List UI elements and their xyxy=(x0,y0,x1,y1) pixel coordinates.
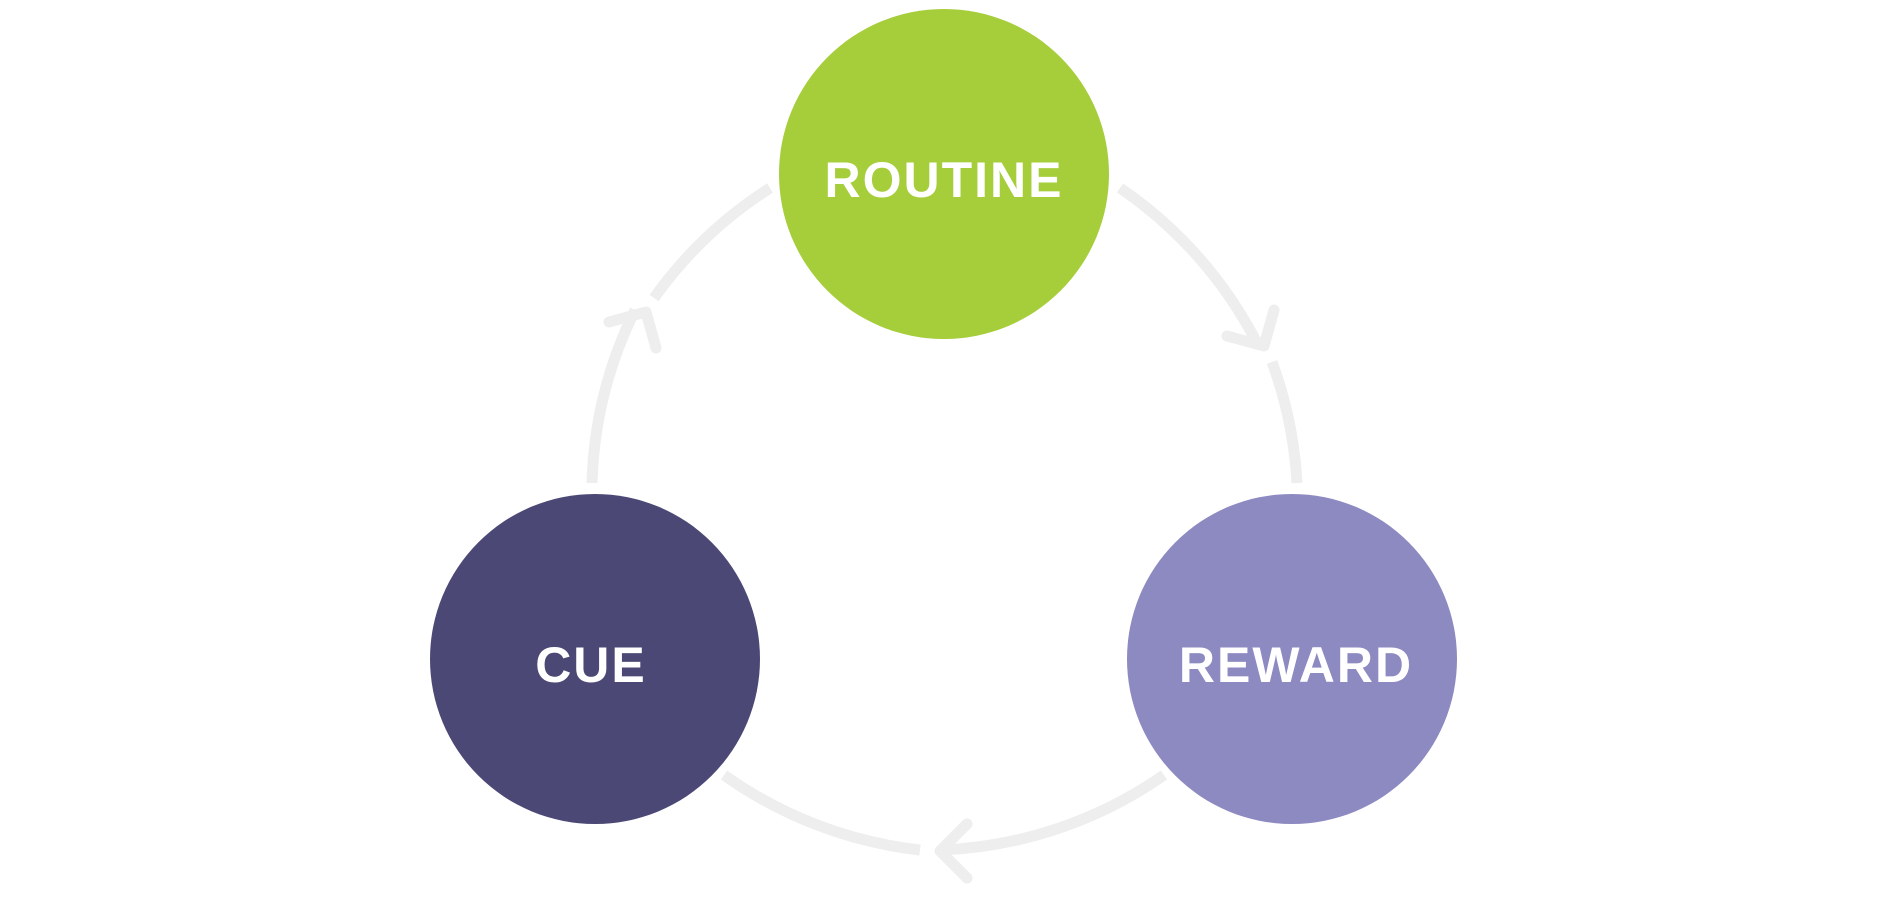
node-reward: REWARD xyxy=(1127,494,1457,824)
reward-circle xyxy=(1127,494,1457,824)
arrowhead-to-cue xyxy=(934,818,973,884)
cue-circle xyxy=(430,494,760,824)
arc-reward-to-cue-right xyxy=(941,770,1168,856)
arc-cue-to-routine-upper xyxy=(649,183,773,302)
routine-circle xyxy=(779,9,1109,339)
node-cue: CUE xyxy=(430,494,760,824)
node-routine: ROUTINE xyxy=(779,9,1109,339)
arc-routine-to-reward-lower xyxy=(1266,360,1303,484)
arrowhead-to-reward xyxy=(1221,304,1280,352)
arc-cue-to-routine-lower xyxy=(586,307,640,484)
arc-reward-to-cue-left xyxy=(720,770,921,856)
routine-label: ROUTINE xyxy=(825,152,1064,208)
arc-routine-to-reward xyxy=(1116,183,1263,348)
cycle-connectors xyxy=(586,183,1303,884)
cue-label: CUE xyxy=(535,637,647,693)
reward-label: REWARD xyxy=(1179,637,1413,693)
arrowhead-to-routine xyxy=(603,306,662,354)
